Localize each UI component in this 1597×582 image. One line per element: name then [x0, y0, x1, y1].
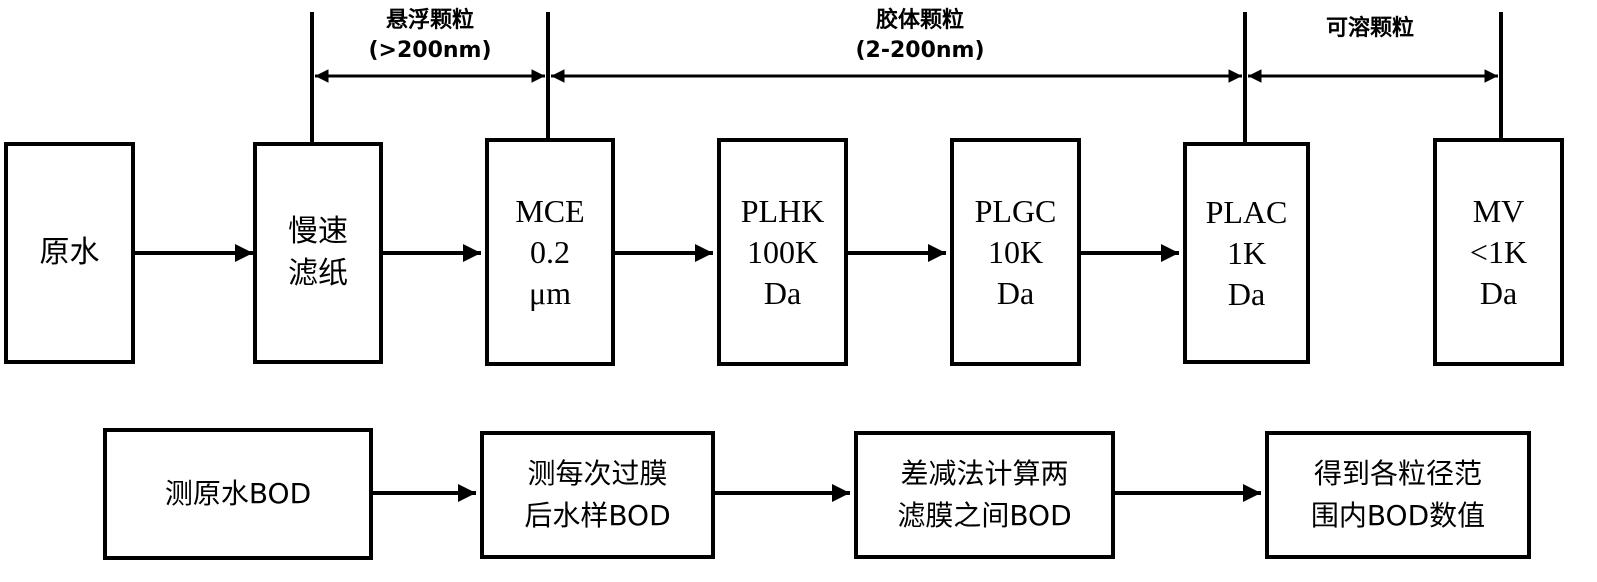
step-box-subtraction-label: 差减法计算两 滤膜之间BOD	[897, 457, 1072, 532]
box-mv: MV <1K Da	[1433, 138, 1564, 366]
box-mv-label: MV <1K Da	[1469, 192, 1528, 311]
box-slow-filter-paper-label: 慢速 滤纸	[288, 214, 348, 291]
box-plac: PLAC 1K Da	[1183, 142, 1310, 364]
box-plgc: PLGC 10K Da	[950, 138, 1081, 366]
box-plhk: PLHK 100K Da	[717, 138, 848, 366]
box-raw-water: 原水	[4, 142, 135, 364]
box-mce: MCE 0.2 μm	[485, 138, 615, 366]
box-plhk-label: PLHK 100K Da	[740, 192, 825, 311]
step-box-measure-raw: 测原水BOD	[103, 428, 373, 560]
range-label-colloidal: 胶体颗粒 (2-200nm)	[855, 8, 985, 63]
box-mce-label: MCE 0.2 μm	[515, 192, 585, 311]
box-raw-water-label: 原水	[39, 235, 100, 270]
step-box-subtraction: 差减法计算两 滤膜之间BOD	[854, 431, 1115, 559]
box-plgc-label: PLGC 10K Da	[974, 192, 1057, 311]
step-box-result: 得到各粒径范 围内BOD数值	[1265, 431, 1531, 559]
box-slow-filter-paper: 慢速 滤纸	[253, 142, 383, 364]
step-box-measure-after-membrane-label: 测每次过膜 后水样BOD	[524, 457, 671, 532]
range-label-suspended: 悬浮颗粒 (>200nm)	[368, 8, 492, 63]
range-label-dissolved: 可溶颗粒	[1325, 16, 1414, 41]
box-plac-label: PLAC 1K Da	[1205, 193, 1288, 312]
step-box-measure-after-membrane: 测每次过膜 后水样BOD	[480, 431, 715, 559]
step-box-result-label: 得到各粒径范 围内BOD数值	[1310, 457, 1486, 532]
step-box-measure-raw-label: 测原水BOD	[164, 477, 312, 510]
